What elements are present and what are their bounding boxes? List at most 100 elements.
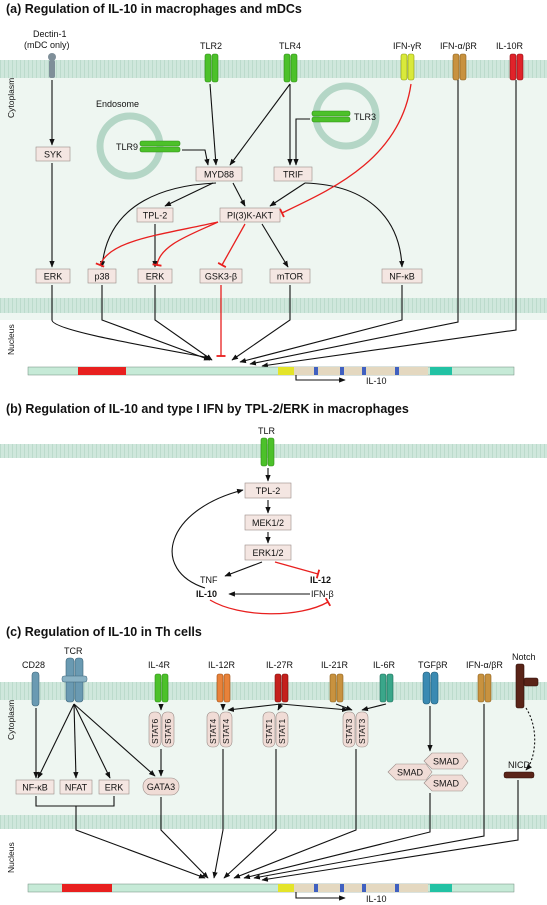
ifnabr-label: IFN-α/βR — [440, 41, 477, 51]
myd88-node: MYD88 — [195, 166, 243, 182]
tgfbr-receptor-icon — [422, 671, 439, 705]
il10-gene-label-a: IL-10 — [366, 376, 387, 386]
pathway-arrows-b — [171, 468, 310, 597]
stat3-dimer: STAT3 STAT3 — [342, 711, 369, 748]
tnf-label: TNF — [200, 575, 218, 585]
nuclear-membrane — [0, 298, 547, 313]
erk-node-c: ERK — [98, 779, 130, 795]
il10-label-b: IL-10 — [196, 589, 217, 599]
stat4-dimer: STAT4 STAT4 — [206, 711, 233, 748]
mtor-node: mTOR — [269, 268, 311, 284]
svg-text:STAT3: STAT3 — [344, 719, 354, 744]
svg-text:STAT6: STAT6 — [163, 719, 173, 744]
nucleus-label-c: Nucleus — [6, 842, 16, 873]
svg-text:NFAT: NFAT — [65, 783, 88, 793]
ifnabr-label-c: IFN-α/βR — [466, 660, 503, 670]
ifnabr-receptor-icon-c — [477, 673, 492, 703]
endosome-tlr3: TLR3 — [311, 82, 380, 150]
nuclear-membrane-c — [0, 815, 547, 829]
svg-text:STAT4: STAT4 — [208, 719, 218, 744]
trif-node: TRIF — [273, 166, 313, 182]
stat1-dimer: STAT1 STAT1 — [262, 711, 289, 748]
tlr2-receptor-icon — [204, 53, 219, 83]
notch-receptor-icon — [515, 663, 539, 709]
nfkb-node: NF-κB — [381, 268, 423, 284]
svg-text:ERK: ERK — [44, 272, 63, 282]
il21r-label: IL-21R — [321, 660, 349, 670]
svg-text:GSK3-β: GSK3-β — [205, 272, 237, 282]
cd28-label: CD28 — [22, 660, 45, 670]
erk-node: ERK — [137, 268, 173, 284]
tcr-receptor-icon — [61, 657, 88, 703]
syk-node: SYK — [35, 146, 71, 162]
activation-arrows-a — [49, 80, 517, 368]
activation-arrows-c — [33, 703, 536, 882]
endosome-label: Endosome — [96, 99, 139, 109]
tlr4-receptor-icon — [283, 53, 298, 83]
nfat-node: NFAT — [59, 779, 93, 795]
tlr-label: TLR — [258, 426, 276, 436]
il6r-receptor-icon — [379, 673, 394, 703]
svg-text:STAT1: STAT1 — [264, 719, 274, 744]
ifnabr-receptor-icon — [452, 53, 467, 81]
cytoplasm-region-c — [0, 690, 547, 820]
il12-label: IL-12 — [310, 575, 331, 585]
svg-text:STAT1: STAT1 — [277, 719, 287, 744]
svg-text:ERK1/2: ERK1/2 — [252, 548, 283, 558]
notch-label: Notch — [512, 652, 536, 662]
panel-b: (b) Regulation of IL-10 and type I IFN b… — [0, 402, 547, 615]
il4r-label: IL-4R — [148, 660, 171, 670]
panel-b-title: (b) Regulation of IL-10 and type I IFN b… — [6, 402, 409, 416]
dectin-receptor-icon — [48, 53, 56, 78]
erk12-node: ERK1/2 — [244, 544, 292, 561]
svg-text:TRIF: TRIF — [283, 170, 303, 180]
tlr-receptor-icon — [260, 437, 275, 467]
dectin-label: Dectin-1 — [33, 29, 67, 39]
tcr-label: TCR — [64, 646, 83, 656]
svg-text:SYK: SYK — [44, 150, 62, 160]
smad-complex: SMAD SMAD SMAD — [387, 752, 469, 792]
dectin-note: (mDC only) — [24, 40, 70, 50]
ifngr-label: IFN-γR — [393, 41, 422, 51]
svg-text:PI(3)K-AKT: PI(3)K-AKT — [227, 211, 274, 221]
svg-text:TPL-2: TPL-2 — [143, 211, 168, 221]
p38-node: p38 — [87, 268, 117, 284]
nicd-node: NICD — [503, 760, 535, 779]
nucleus-label: Nucleus — [6, 324, 16, 355]
tgfbr-label: TGFβR — [418, 660, 448, 670]
tlr2-label: TLR2 — [200, 41, 222, 51]
il27r-label: IL-27R — [266, 660, 294, 670]
tlr4-label: TLR4 — [279, 41, 301, 51]
il27r-receptor-icon — [274, 673, 289, 703]
cytoplasm-label-c: Cytoplasm — [6, 700, 16, 740]
svg-text:SMAD: SMAD — [433, 757, 460, 767]
il21r-receptor-icon — [329, 673, 344, 703]
tpl2-node-b: TPL-2 — [244, 482, 292, 499]
gata3-node: GATA3 — [142, 777, 180, 796]
gsk3b-node: GSK3-β — [199, 268, 243, 284]
tlr3-label: TLR3 — [354, 112, 376, 122]
il12r-receptor-icon — [216, 673, 231, 703]
panel-c: (c) Regulation of IL-10 in Th cells Cyto… — [0, 625, 547, 904]
cytoplasm-label: Cytoplasm — [6, 78, 16, 118]
svg-text:NF-κB: NF-κB — [22, 783, 48, 793]
il10-gene-label-c: IL-10 — [366, 894, 387, 904]
svg-text:TPL-2: TPL-2 — [256, 486, 281, 496]
pi3k-akt-node: PI(3)K-AKT — [219, 207, 281, 223]
il12r-label: IL-12R — [208, 660, 236, 670]
il4r-receptor-icon — [154, 673, 169, 703]
il10r-receptor-icon — [509, 53, 524, 81]
il10-gene-a: IL-10 — [27, 366, 515, 386]
il6r-label: IL-6R — [373, 660, 396, 670]
mek-node: MEK1/2 — [244, 514, 292, 531]
cd28-receptor-icon — [31, 671, 40, 707]
svg-text:ERK: ERK — [105, 783, 124, 793]
svg-text:STAT6: STAT6 — [150, 719, 160, 744]
panel-a-title: (a) Regulation of IL-10 in macrophages a… — [6, 2, 302, 16]
inhibition-lines-a — [95, 83, 412, 357]
svg-text:STAT4: STAT4 — [221, 719, 231, 744]
inhibition-lines-b — [209, 561, 332, 615]
plasma-membrane-c — [0, 682, 547, 700]
ifngr-receptor-icon — [400, 53, 415, 81]
svg-text:SMAD: SMAD — [433, 779, 460, 789]
